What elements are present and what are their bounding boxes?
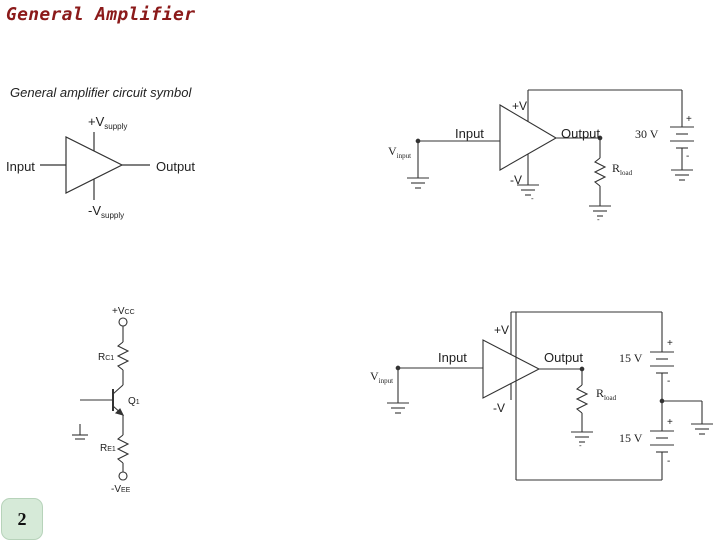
page-number-badge: 2	[1, 498, 43, 540]
bottom-battery-plus: +	[667, 417, 673, 428]
vcc-label: +VCC	[112, 306, 135, 317]
single-vminus-label: -V	[510, 173, 522, 187]
bottom-battery-minus: -	[667, 456, 670, 467]
rc-text: R	[98, 352, 105, 363]
q-label: Q1	[128, 396, 140, 407]
single-supply-diagram	[407, 89, 694, 217]
top-battery-plus: +	[667, 338, 673, 349]
re-sub: E1	[107, 446, 116, 453]
symbol-output-label: Output	[156, 159, 195, 174]
dual-vinput-text: V	[370, 369, 379, 383]
re-label: RE1	[100, 443, 116, 454]
transistor-collector	[112, 384, 124, 395]
dual-supply-diagram	[387, 311, 713, 481]
rc-resistor	[116, 341, 130, 371]
vee-label: -VEE	[111, 484, 131, 495]
dual-vinput-label: Vinput	[370, 369, 393, 385]
dual-rload-resistor	[575, 384, 589, 414]
single-output-label: Output	[561, 126, 600, 141]
single-vinput-sub: input	[397, 152, 411, 160]
transistor-diagram	[72, 317, 130, 481]
vcc-text: +V	[112, 306, 125, 317]
top-battery-label: 15 V	[619, 351, 643, 365]
vee-text: -V	[111, 484, 121, 495]
rc-sub: C1	[105, 355, 114, 362]
single-battery-minus: -	[686, 151, 689, 162]
re-text: R	[100, 443, 107, 454]
slide-title: General Amplifier	[6, 4, 196, 25]
single-vinput-text: V	[388, 144, 397, 158]
vsupply-neg-text: -V	[88, 203, 101, 218]
rc-label: RC1	[98, 352, 114, 363]
ground-minus-mark: -	[579, 441, 582, 450]
single-battery-plus: +	[686, 114, 692, 125]
vcc-sub: CC	[125, 309, 135, 316]
dual-vminus-label: -V	[493, 401, 505, 415]
single-rload-sub: load	[620, 169, 633, 177]
vcc-terminal	[118, 317, 128, 327]
vsupply-pos-text: +V	[88, 114, 105, 129]
dual-input-label: Input	[438, 350, 467, 365]
symbol-input-label: Input	[6, 159, 35, 174]
q-sub: 1	[136, 399, 140, 406]
dual-rload-label: Rload	[596, 386, 617, 402]
single-rload-text: R	[612, 161, 620, 175]
dual-rload-text: R	[596, 386, 604, 400]
single-vplus-label: +V	[512, 99, 527, 113]
emitter-arrow	[114, 408, 125, 416]
vee-sub: EE	[121, 487, 131, 494]
vsupply-neg-label: -Vsupply	[88, 203, 124, 220]
symbol-caption: General amplifier circuit symbol	[10, 85, 192, 100]
dual-rload-sub: load	[604, 394, 617, 402]
dual-vplus-label: +V	[494, 323, 509, 337]
single-battery-label: 30 V	[635, 127, 659, 141]
top-battery-minus: -	[667, 376, 670, 387]
ground-minus-mark: -	[597, 215, 600, 224]
re-resistor	[116, 434, 130, 464]
vsupply-neg-sub: supply	[101, 211, 124, 220]
q-text: Q	[128, 396, 136, 407]
single-vinput-label: Vinput	[388, 144, 411, 160]
amplifier-symbol-diagram	[40, 132, 150, 200]
rload-resistor	[593, 157, 607, 187]
ground-minus-mark: -	[531, 194, 534, 203]
bottom-battery-label: 15 V	[619, 431, 643, 445]
vsupply-pos-label: +Vsupply	[88, 114, 127, 131]
vee-terminal	[118, 471, 128, 481]
dual-vinput-sub: input	[379, 377, 393, 385]
single-rload-label: Rload	[612, 161, 633, 177]
single-input-label: Input	[455, 126, 484, 141]
dual-output-label: Output	[544, 350, 583, 365]
vsupply-pos-sub: supply	[104, 122, 127, 131]
